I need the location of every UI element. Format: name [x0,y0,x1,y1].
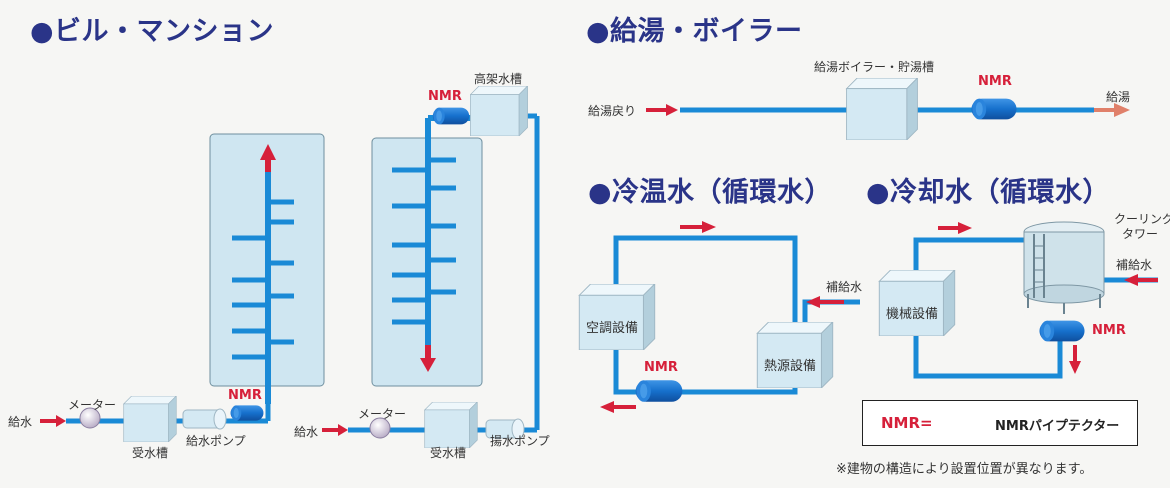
nmr-device-icon [1039,320,1085,342]
makeup-arrow [806,296,820,308]
meter-icon [369,417,391,439]
legend-description: NMRパイプテクター [995,419,1120,434]
supply-in-label: 給水 [8,415,33,429]
machinery-label: 機械設備 [886,307,939,322]
flow-arrow [600,401,614,413]
building-b [322,86,540,448]
elevated-tank-icon [470,86,528,136]
section-title-boiler: ●給湯・ボイラー [586,16,803,47]
section-title-building: ●ビル・マンション [30,16,275,47]
down-flow-arrow [1069,361,1081,374]
cooling-tower-label-2: タワー [1122,227,1159,241]
down-flow-arrow [420,358,436,372]
return-arrow [666,104,678,116]
flow-arrow [958,222,972,234]
nmr-label: NMR [1092,323,1126,338]
nmr-label: NMR [228,388,262,403]
nmr-label: NMR [428,89,462,104]
footnote: ※建物の構造により設置位置が異なります。 [836,462,1093,477]
meter-label: メーター [68,398,117,412]
meter-icon [79,407,101,429]
cooling-loop [878,221,1158,379]
section-title-chilled: ●冷温水（循環水） [588,177,833,208]
receiving-tank-label: 受水槽 [132,446,169,460]
supply-in-label: 給水 [294,425,319,439]
cooling-tower-label: クーリング [1114,212,1170,226]
hot-supply-label: 給湯 [1106,90,1131,104]
receiving-tank-icon [424,402,478,448]
up-flow-arrow [260,144,276,160]
boiler-system [646,78,1130,140]
meter-label: メーター [358,407,407,421]
supply-in-arrow [56,415,66,427]
nmr-device-icon [635,380,683,402]
building-a [40,133,325,442]
supply-pump-label: 給水ポンプ [186,434,246,448]
section-title-cooling: ●冷却水（循環水） [866,177,1111,208]
lift-pump-icon [485,418,525,440]
boiler-unit-label: 給湯ボイラー・貯湯槽 [814,60,935,74]
nmr-label: NMR [644,360,678,375]
elevated-tank-label: 高架水槽 [474,72,523,86]
lift-pump-label: 揚水ポンプ [490,434,550,448]
cooling-tower-icon [1023,221,1105,314]
hot-return-label: 給湯戻り [588,104,637,118]
chilled-loop [578,221,860,413]
air-conditioner-label: 空調設備 [586,321,639,336]
makeup-arrow [1124,274,1138,286]
nmr-device-icon [971,98,1017,120]
legend-key: NMR= [881,414,933,432]
legend-box: NMR= NMRパイプテクター [862,400,1138,446]
receiving-tank-icon [123,396,177,442]
nmr-device-icon [432,107,470,125]
hot-supply-arrow [1114,103,1130,117]
flow-arrow [702,221,716,233]
makeup-label: 補給水 [826,280,863,294]
nmr-device-icon [230,405,264,421]
nmr-label: NMR [978,74,1012,89]
receiving-tank-label: 受水槽 [430,446,467,460]
makeup-label: 補給水 [1116,258,1153,272]
supply-in-arrow [338,424,348,436]
heat-source-label: 熱源設備 [764,359,817,374]
supply-pump-icon [182,408,227,430]
boiler-unit-icon [846,78,918,140]
